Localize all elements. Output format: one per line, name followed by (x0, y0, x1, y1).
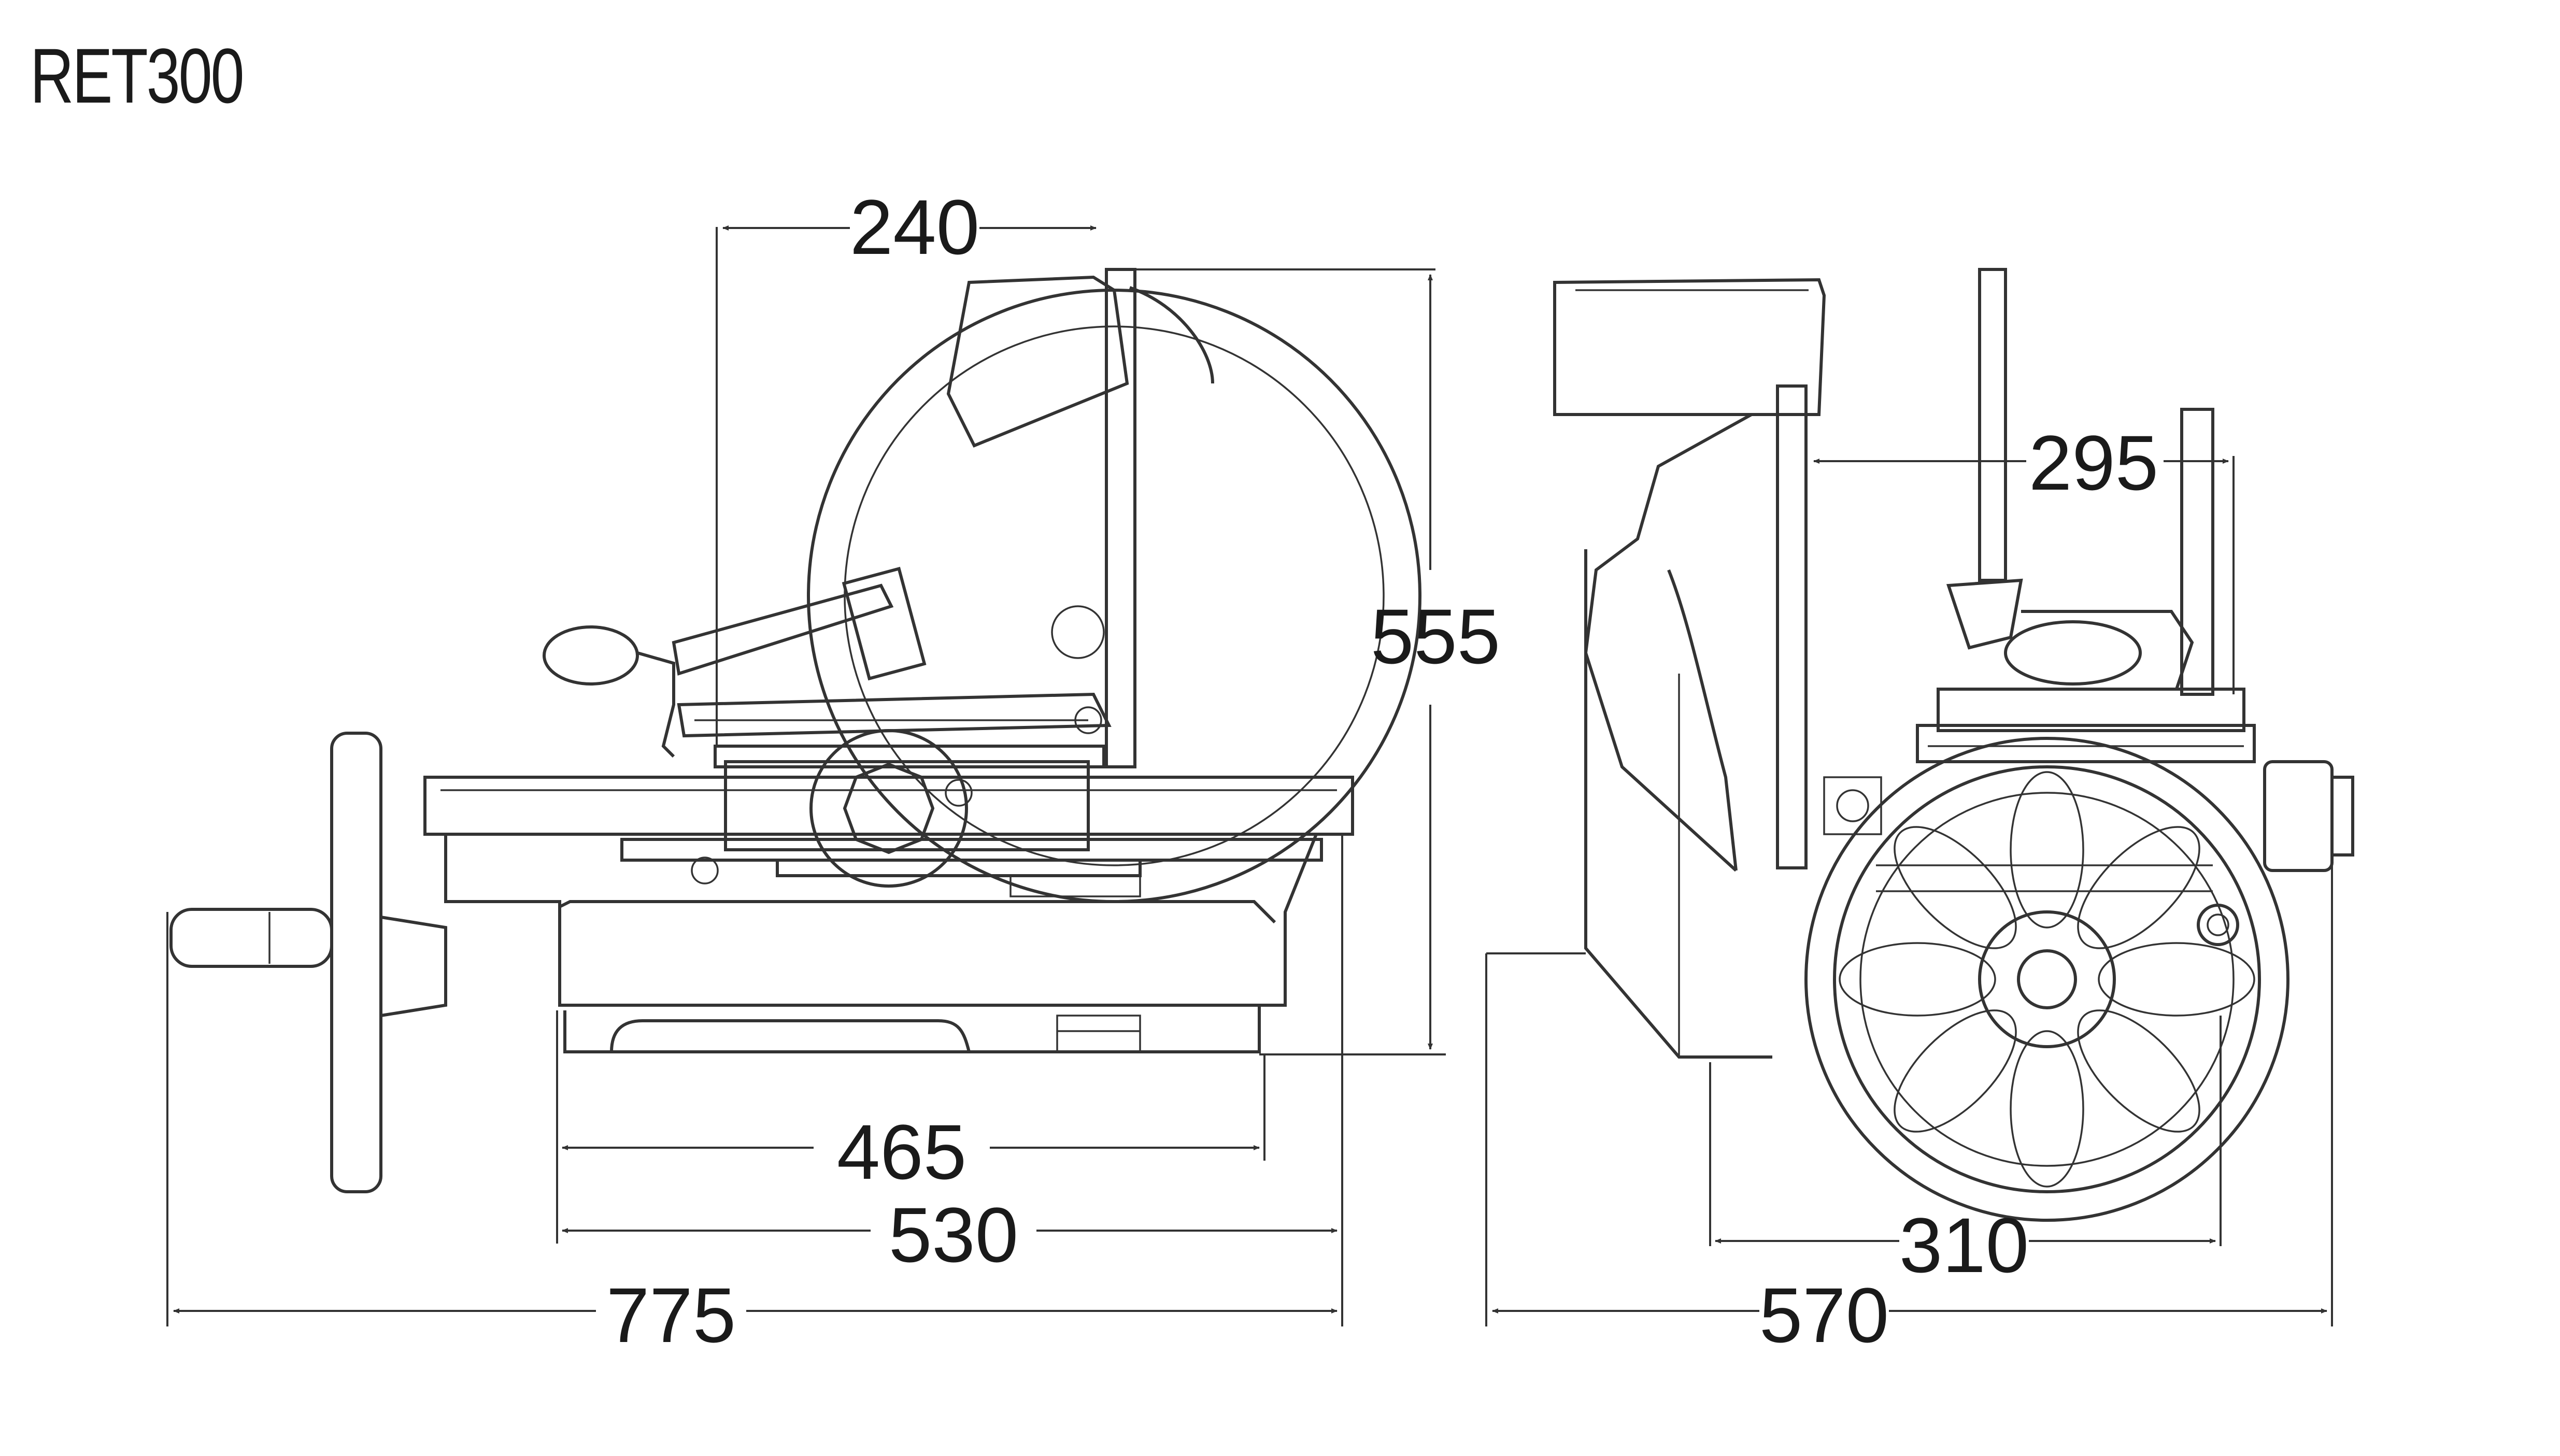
dim-blade-offset: 295 (2029, 419, 2158, 506)
front-dimensions: 240 555 465 530 775 (166, 183, 1500, 1359)
dim-base-inner: 465 (837, 1108, 966, 1195)
side-view (1553, 268, 2354, 1222)
front-view (169, 268, 1421, 1193)
dim-side-base: 310 (1899, 1202, 2029, 1289)
side-dimensions: 295 310 570 (1485, 419, 2333, 1359)
page-title: RET300 (30, 32, 245, 119)
dim-height: 555 (1371, 593, 1500, 680)
dim-base-outer: 530 (889, 1191, 1018, 1278)
dim-side-width: 570 (1759, 1272, 1889, 1359)
dim-top-width: 240 (850, 183, 979, 270)
dim-overall-length: 775 (606, 1272, 736, 1359)
